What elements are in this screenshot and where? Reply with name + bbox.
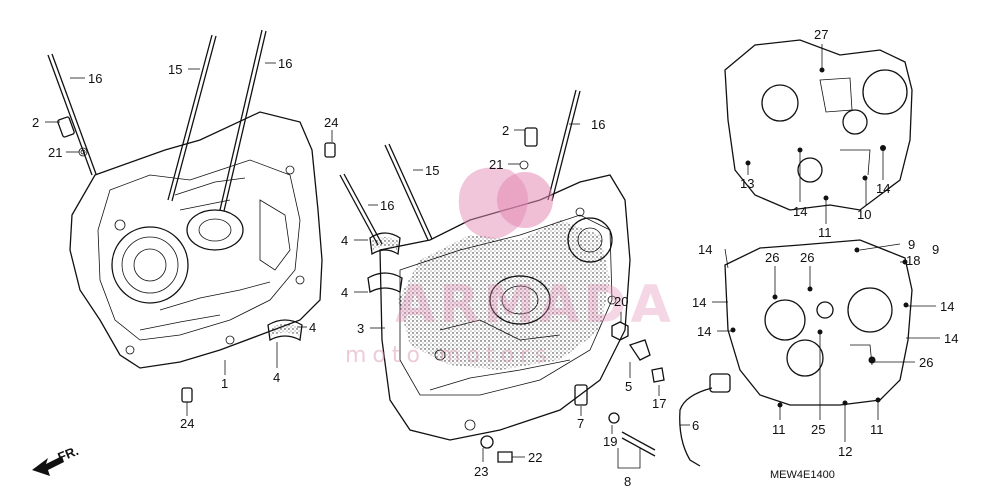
callout-label: 16 bbox=[88, 71, 102, 86]
left-crankcase bbox=[47, 29, 336, 403]
callout-label: 13 bbox=[740, 176, 754, 191]
callout-label: 14 bbox=[876, 181, 890, 196]
front-arrow-icon bbox=[32, 456, 64, 476]
callout-label: 24 bbox=[180, 416, 194, 431]
callout-label: 16 bbox=[380, 198, 394, 213]
callout-labels: 16 2 21 15 16 24 4 4 1 24 2 16 21 15 16 … bbox=[32, 27, 958, 489]
callout-label: 22 bbox=[528, 450, 542, 465]
callout-label: 26 bbox=[800, 250, 814, 265]
callout-label: 25 bbox=[811, 422, 825, 437]
callout-label: 23 bbox=[474, 464, 488, 479]
callout-label: 1 bbox=[221, 376, 228, 391]
callout-label: 4 bbox=[309, 320, 316, 335]
callout-label: 9 bbox=[908, 237, 915, 252]
callout-label: 7 bbox=[577, 416, 584, 431]
callout-label: 21 bbox=[489, 157, 503, 172]
callout-label: 14 bbox=[698, 242, 712, 257]
callout-label: 17 bbox=[652, 396, 666, 411]
callout-label: 9 bbox=[932, 242, 939, 257]
leader-lines bbox=[45, 44, 940, 469]
callout-label: 14 bbox=[944, 331, 958, 346]
callout-label: 2 bbox=[32, 115, 39, 130]
callout-label: 15 bbox=[425, 163, 439, 178]
callout-label: 26 bbox=[919, 355, 933, 370]
upper-gasket bbox=[724, 39, 913, 211]
callout-label: 12 bbox=[838, 444, 852, 459]
callout-label: 27 bbox=[814, 27, 828, 42]
callout-label: 4 bbox=[341, 285, 348, 300]
callout-label: 3 bbox=[357, 321, 364, 336]
callout-label: 15 bbox=[168, 62, 182, 77]
callout-label: 11 bbox=[772, 422, 786, 437]
watermark: ARMADA moto motors bbox=[345, 167, 675, 368]
callout-label: 18 bbox=[906, 253, 920, 268]
watermark-brand: ARMADA bbox=[395, 275, 675, 335]
front-label: FR. bbox=[56, 443, 81, 465]
callout-label: 14 bbox=[940, 299, 954, 314]
callout-label: 5 bbox=[625, 379, 632, 394]
callout-label: 2 bbox=[502, 123, 509, 138]
callout-label: 16 bbox=[591, 117, 605, 132]
callout-label: 20 bbox=[614, 294, 628, 309]
callout-label: 26 bbox=[765, 250, 779, 265]
callout-label: 14 bbox=[793, 204, 807, 219]
callout-label: 11 bbox=[818, 225, 832, 240]
center-crankcase bbox=[80, 89, 731, 467]
callout-label: 6 bbox=[692, 418, 699, 433]
callout-label: 11 bbox=[870, 422, 884, 437]
callout-label: 21 bbox=[48, 145, 62, 160]
front-direction-indicator: FR. bbox=[32, 443, 81, 476]
callout-label: 19 bbox=[603, 434, 617, 449]
lower-gasket bbox=[724, 239, 913, 408]
callout-label: 4 bbox=[341, 233, 348, 248]
watermark-tagline: moto motors bbox=[345, 343, 552, 368]
callout-label: 14 bbox=[692, 295, 706, 310]
callout-label: 14 bbox=[697, 324, 711, 339]
callout-label: 24 bbox=[324, 115, 338, 130]
callout-label: 8 bbox=[624, 474, 631, 489]
callout-label: 4 bbox=[273, 370, 280, 385]
callout-label: 16 bbox=[278, 56, 292, 71]
callout-label: 10 bbox=[857, 207, 871, 222]
diagram-code: MEW4E1400 bbox=[770, 469, 835, 481]
